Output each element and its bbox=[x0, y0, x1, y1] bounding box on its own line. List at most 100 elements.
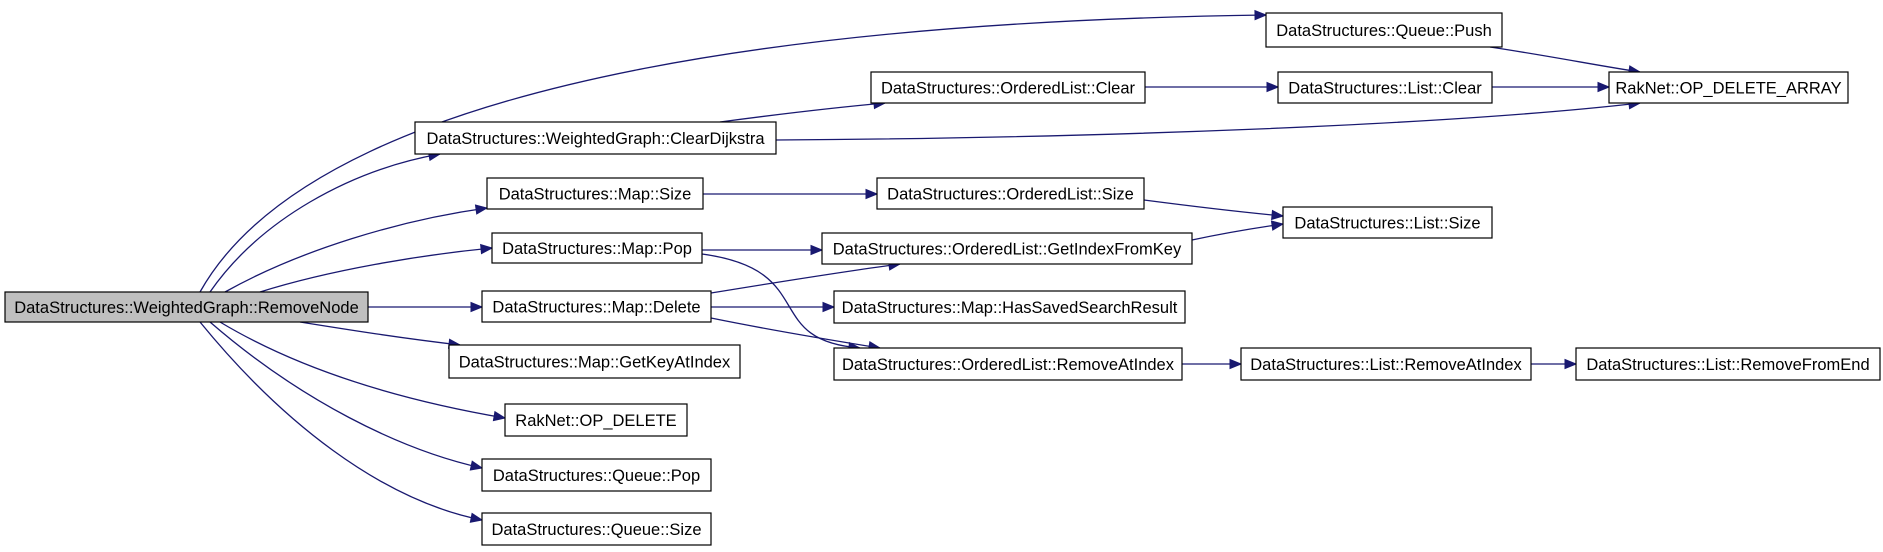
node-box[interactable] bbox=[833, 347, 1183, 381]
node-box[interactable] bbox=[1575, 347, 1881, 381]
edge-line bbox=[199, 14, 1267, 293]
node-n7[interactable]: DataStructures::OrderedList::Size bbox=[876, 177, 1145, 210]
node-box[interactable] bbox=[876, 177, 1145, 210]
edge-n0-n19 bbox=[199, 321, 484, 523]
arrow-head bbox=[810, 244, 824, 256]
node-n13[interactable]: DataStructures::Map::GetKeyAtIndex bbox=[448, 344, 741, 379]
node-label: DataStructures::OrderedList::Size bbox=[887, 186, 1134, 204]
edge-line bbox=[1489, 46, 1641, 73]
node-n10[interactable]: DataStructures::OrderedList::GetIndexFro… bbox=[821, 232, 1193, 265]
edge-line bbox=[209, 321, 483, 469]
arrow-head bbox=[1254, 9, 1268, 21]
arrow-head bbox=[1229, 358, 1243, 370]
arrow-head bbox=[1597, 81, 1611, 93]
node-n2[interactable]: DataStructures::OrderedList::Clear bbox=[870, 71, 1146, 104]
edge-line bbox=[299, 321, 461, 346]
node-label: DataStructures::WeightedGraph::ClearDijk… bbox=[426, 130, 765, 148]
node-n6[interactable]: DataStructures::Map::Size bbox=[486, 177, 704, 210]
node-label: DataStructures::List::Clear bbox=[1288, 80, 1482, 98]
node-n17[interactable]: RakNet::OP_DELETE bbox=[504, 403, 688, 437]
node-label: DataStructures::Map::HasSavedSearchResul… bbox=[842, 299, 1178, 317]
node-n4[interactable]: RakNet::OP_DELETE_ARRAY bbox=[1608, 71, 1849, 104]
node-box[interactable] bbox=[481, 458, 712, 492]
node-box[interactable] bbox=[870, 71, 1146, 104]
node-n0[interactable]: DataStructures::WeightedGraph::RemoveNod… bbox=[4, 291, 369, 323]
node-n5[interactable]: DataStructures::WeightedGraph::ClearDijk… bbox=[414, 121, 777, 155]
edges-layer bbox=[199, 9, 1642, 523]
edge-n1-n4 bbox=[1489, 46, 1642, 76]
node-label: DataStructures::List::RemoveFromEnd bbox=[1586, 356, 1869, 374]
node-n15[interactable]: DataStructures::List::RemoveAtIndex bbox=[1240, 347, 1532, 381]
node-box[interactable] bbox=[1240, 347, 1532, 381]
edge-line bbox=[701, 253, 861, 349]
node-label: DataStructures::List::RemoveAtIndex bbox=[1250, 356, 1522, 374]
node-n18[interactable]: DataStructures::Queue::Pop bbox=[481, 458, 712, 492]
node-n12[interactable]: DataStructures::Map::HasSavedSearchResul… bbox=[833, 290, 1186, 324]
edge-n0-n5 bbox=[209, 150, 442, 293]
arrow-head bbox=[469, 460, 484, 471]
node-label: DataStructures::OrderedList::RemoveAtInd… bbox=[842, 356, 1175, 374]
edge-n14-n15 bbox=[1182, 358, 1243, 370]
node-label: RakNet::OP_DELETE bbox=[515, 412, 676, 430]
arrow-head bbox=[474, 204, 489, 215]
edge-n0-n6 bbox=[224, 204, 489, 293]
edge-n0-n18 bbox=[209, 321, 484, 471]
edge-n11-n10 bbox=[710, 260, 902, 294]
node-label: DataStructures::Queue::Size bbox=[491, 521, 701, 539]
arrow-head bbox=[1564, 358, 1578, 370]
edge-n9-n10 bbox=[701, 244, 824, 256]
edge-line bbox=[710, 263, 901, 294]
edge-line bbox=[1143, 199, 1284, 217]
node-box[interactable] bbox=[821, 232, 1193, 265]
node-n11[interactable]: DataStructures::Map::Delete bbox=[481, 290, 712, 323]
node-n16[interactable]: DataStructures::List::RemoveFromEnd bbox=[1575, 347, 1881, 381]
node-n14[interactable]: DataStructures::OrderedList::RemoveAtInd… bbox=[833, 347, 1183, 381]
edge-n5-n4 bbox=[775, 99, 1642, 141]
root-node-box[interactable] bbox=[4, 291, 369, 323]
node-box[interactable] bbox=[1265, 12, 1503, 48]
edge-line bbox=[199, 321, 483, 521]
arrow-head bbox=[470, 301, 484, 313]
node-label: DataStructures::Map::Pop bbox=[502, 240, 692, 258]
arrow-head bbox=[822, 301, 836, 313]
node-box[interactable] bbox=[486, 177, 704, 210]
node-box[interactable] bbox=[491, 232, 703, 264]
node-box[interactable] bbox=[504, 403, 688, 437]
node-label: DataStructures::Map::Size bbox=[499, 186, 692, 204]
arrow-head bbox=[492, 410, 507, 422]
edge-n5-n2 bbox=[719, 98, 887, 123]
edge-n15-n16 bbox=[1531, 358, 1578, 370]
edge-n3-n4 bbox=[1492, 81, 1611, 93]
node-box[interactable] bbox=[1277, 71, 1493, 104]
node-label: DataStructures::Map::GetKeyAtIndex bbox=[459, 354, 731, 372]
node-n9[interactable]: DataStructures::Map::Pop bbox=[491, 232, 703, 264]
node-n3[interactable]: DataStructures::List::Clear bbox=[1277, 71, 1493, 104]
edge-n6-n7 bbox=[702, 188, 879, 200]
arrow-head bbox=[480, 243, 494, 255]
edge-line bbox=[1191, 223, 1284, 241]
nodes-layer: DataStructures::WeightedGraph::RemoveNod… bbox=[4, 12, 1881, 546]
node-n8[interactable]: DataStructures::List::Size bbox=[1282, 206, 1493, 239]
node-n1[interactable]: DataStructures::Queue::Push bbox=[1265, 12, 1503, 48]
node-box[interactable] bbox=[833, 290, 1186, 324]
node-box[interactable] bbox=[1608, 71, 1849, 104]
edge-line bbox=[209, 153, 441, 293]
edge-line bbox=[719, 102, 886, 123]
node-box[interactable] bbox=[481, 290, 712, 323]
node-label: DataStructures::OrderedList::GetIndexFro… bbox=[833, 241, 1182, 259]
node-box[interactable] bbox=[414, 121, 777, 155]
node-box[interactable] bbox=[448, 344, 741, 379]
edge-line bbox=[775, 102, 1641, 141]
node-label: DataStructures::List::Size bbox=[1294, 215, 1480, 233]
node-box[interactable] bbox=[1282, 206, 1493, 239]
node-n19[interactable]: DataStructures::Queue::Size bbox=[481, 512, 712, 546]
node-label: DataStructures::WeightedGraph::RemoveNod… bbox=[14, 299, 359, 317]
node-box[interactable] bbox=[481, 512, 712, 546]
arrow-head bbox=[1271, 209, 1285, 221]
node-label: RakNet::OP_DELETE_ARRAY bbox=[1615, 80, 1841, 98]
edge-line bbox=[259, 247, 493, 293]
edge-line bbox=[219, 321, 506, 419]
node-label: DataStructures::Queue::Pop bbox=[493, 467, 700, 485]
arrow-head bbox=[1266, 81, 1280, 93]
